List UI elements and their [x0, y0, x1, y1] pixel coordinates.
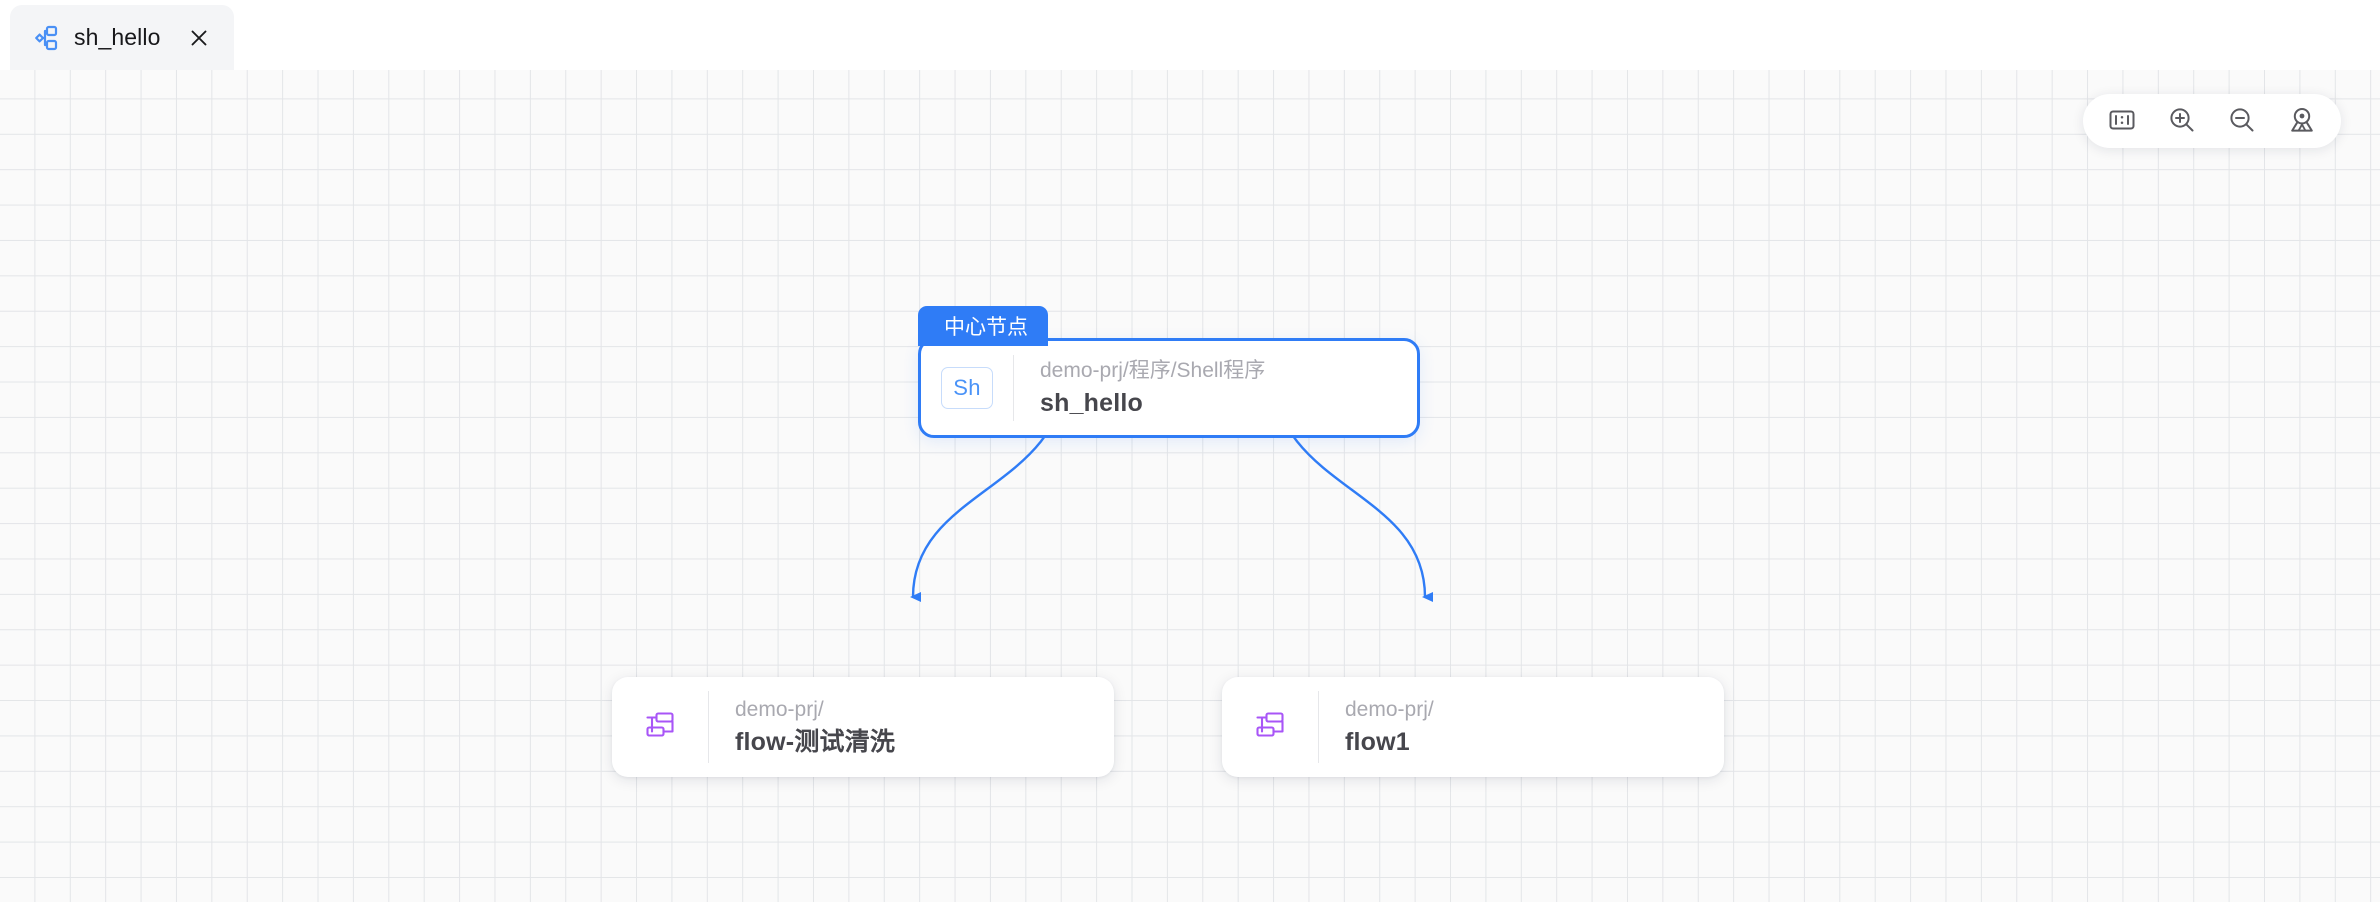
shell-badge-label: Sh	[953, 375, 981, 400]
node-divider	[1013, 355, 1014, 421]
node-title: flow1	[1345, 727, 1410, 756]
flow-icon	[1253, 708, 1287, 747]
close-icon[interactable]	[186, 25, 212, 51]
graph-node-center[interactable]: Sh demo-prj/程序/Shell程序 sh_hello	[918, 338, 1420, 438]
tab-sh-hello[interactable]: sh_hello	[10, 5, 235, 70]
node-text-block: demo-prj/程序/Shell程序 sh_hello	[1014, 359, 1417, 418]
center-node-badge-label: 中心节点	[944, 316, 1028, 339]
node-text-block: demo-prj/ flow1	[1319, 698, 1724, 757]
node-title: flow-测试清洗	[735, 727, 896, 756]
node-path: demo-prj/	[735, 697, 824, 721]
tab-label: sh_hello	[74, 24, 161, 50]
node-icon-container	[1222, 677, 1318, 777]
node-path: demo-prj/程序/Shell程序	[1040, 358, 1266, 382]
map-pin-icon	[2287, 105, 2317, 138]
graph-canvas[interactable]: 中心节点 Sh demo-prj/程序/Shell程序 sh_hello	[0, 70, 2380, 902]
graph-node-flow1[interactable]: demo-prj/ flow1	[1222, 677, 1724, 777]
zoom-in-icon	[2167, 105, 2197, 138]
tab-bar: sh_hello	[0, 0, 2380, 70]
relation-diagram-icon	[30, 23, 60, 53]
node-title: sh_hello	[1040, 388, 1144, 417]
node-divider	[1318, 691, 1319, 763]
node-icon-container	[612, 677, 708, 777]
graph-node-flow-clean[interactable]: demo-prj/ flow-测试清洗	[612, 677, 1114, 777]
edge-layer	[910, 367, 1434, 603]
center-node-badge: 中心节点	[918, 306, 1048, 346]
zoom-out-icon	[2227, 105, 2257, 138]
node-path: demo-prj/	[1345, 697, 1434, 721]
shell-badge-icon: Sh	[941, 367, 993, 409]
zoom-out-button[interactable]	[2225, 104, 2259, 138]
canvas-toolbar	[2083, 94, 2341, 148]
node-text-block: demo-prj/ flow-测试清洗	[709, 698, 1114, 757]
node-divider	[708, 691, 709, 763]
node-icon-container: Sh	[921, 341, 1013, 435]
locate-center-button[interactable]	[2285, 104, 2319, 138]
zoom-in-button[interactable]	[2165, 104, 2199, 138]
flow-icon	[643, 708, 677, 747]
one-to-one-icon	[2107, 105, 2137, 138]
fit-one-to-one-button[interactable]	[2105, 104, 2139, 138]
